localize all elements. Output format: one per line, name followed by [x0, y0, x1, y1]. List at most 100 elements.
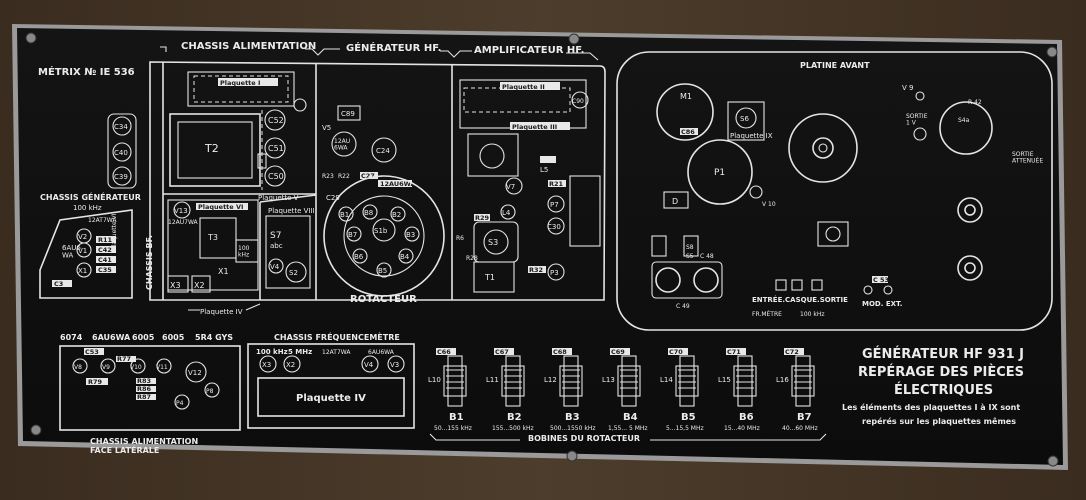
part-label: V 9 — [902, 84, 913, 92]
part-label: R21 — [549, 180, 564, 188]
output-jack-1 — [957, 197, 983, 223]
band-label: B5 — [681, 412, 696, 423]
part-label: C89 — [341, 110, 355, 118]
part-label: V7 — [506, 183, 515, 191]
part-label: C29 — [326, 194, 340, 202]
part-label: 100 kHz — [256, 348, 288, 356]
capacitor-label: C67 — [495, 348, 509, 356]
part-label: V4 — [270, 263, 280, 271]
part-label: X1 — [78, 267, 87, 275]
part-label: V5 — [322, 124, 331, 132]
capacitor-label: C70 — [669, 348, 683, 356]
part-label: P8 — [206, 388, 214, 395]
part-label: R11 — [98, 236, 113, 244]
part-label: S3 — [488, 238, 498, 247]
part-label: T1 — [484, 273, 495, 282]
part-label: B6 — [354, 253, 364, 261]
part-label: R6 — [456, 235, 464, 242]
chassis-generateur-outline — [39, 209, 133, 299]
plaquette-iv-label: Plaquette IV — [200, 308, 243, 316]
part-label: S2 — [289, 269, 298, 277]
plaquette-i-outline — [187, 71, 295, 107]
part-label: S6 — [740, 115, 749, 123]
part-label: 12AU7WA — [168, 219, 199, 226]
part-label: R83 — [137, 377, 151, 385]
part-label: C51 — [268, 144, 284, 153]
coil-label: L16 — [776, 376, 789, 384]
part-label: V13 — [174, 207, 188, 215]
attenuator-switch — [939, 101, 993, 155]
part-label: Plaquette III — [512, 123, 557, 131]
title-note-2: repérés sur les plaquettes mêmes — [862, 416, 1016, 426]
part-label: 5 MHz — [288, 348, 312, 356]
part-label: V2 — [78, 233, 87, 241]
label-amplificateur-hf: AMPLIFICATEUR HF. — [474, 45, 584, 56]
part-label: R77 — [117, 355, 131, 363]
part-label: 6AU6WA — [368, 349, 395, 356]
label-rotacteur: ROTACTEUR — [350, 294, 417, 305]
part-label: X1 — [218, 267, 229, 276]
part-label: 100 kHz — [800, 311, 825, 318]
title-line-2: REPÉRAGE DES PIÈCES — [858, 364, 1024, 380]
band-label: B1 — [449, 412, 464, 423]
part-label: Plaquette VII — [111, 212, 118, 250]
part-label: C86 — [681, 128, 695, 136]
part-label: R87 — [137, 393, 151, 401]
part-label: R22 — [338, 173, 350, 180]
part-label: MOD. EXT. — [862, 300, 902, 308]
title-line-1: GÉNÉRATEUR HF 931 J — [862, 346, 1024, 362]
part-label: R23 — [322, 173, 334, 180]
coil-label: L13 — [602, 376, 615, 384]
part-label: 12AU6WA — [380, 180, 416, 188]
part-label: 6AU6WA — [92, 333, 131, 342]
socket — [817, 221, 849, 247]
part-label: abc — [270, 242, 283, 250]
part-label: ENTRÉE.CASQUE.SORTIE — [752, 295, 848, 304]
part-label: X2 — [194, 281, 205, 290]
part-label: R28 — [466, 255, 478, 262]
part-label: V10 — [130, 364, 142, 371]
part-label: V8 — [74, 364, 82, 371]
part-label: V12 — [188, 369, 202, 377]
label-chassis-bf: CHASSIS BF. — [145, 235, 154, 290]
range-label: 40...60 MHz — [782, 425, 818, 432]
label-bobines-du-rotacteur: BOBINES DU ROTACTEUR — [528, 434, 640, 443]
part-label: B3 — [406, 231, 415, 239]
part-label: C24 — [376, 147, 390, 155]
part-label: D — [672, 197, 678, 206]
main-dial — [788, 113, 858, 183]
part-label: C 48 — [700, 253, 714, 260]
plaquette-v-label: Plaquette V — [258, 194, 299, 202]
part-label: C 53 — [873, 276, 889, 284]
plate-face — [17, 28, 1063, 465]
part-label: V3 — [390, 361, 399, 369]
range-label: 15...40 MHz — [724, 425, 760, 432]
part-label: S7 — [270, 231, 281, 241]
part-label: R86 — [137, 385, 152, 393]
title-note-1: Les éléments des plaquettes I à IX sont — [842, 402, 1020, 412]
part-label: 6005 — [132, 333, 155, 342]
label-generateur-hf: GÉNÉRATEUR HF. — [346, 41, 441, 54]
part-label: P7 — [550, 201, 559, 209]
part-label: B8 — [364, 209, 373, 217]
capacitor-label: C72 — [785, 348, 799, 356]
rotacteur-switch — [323, 175, 445, 297]
band-label: B4 — [623, 412, 638, 423]
part-label: C30 — [547, 223, 561, 231]
band-label: B2 — [507, 412, 522, 423]
range-label: 500...1550 kHz — [550, 425, 596, 432]
part-label: P1 — [714, 168, 725, 178]
part-label: C41 — [98, 256, 112, 264]
p1-potentiometer — [687, 139, 753, 205]
output-jack-2 — [957, 255, 983, 281]
